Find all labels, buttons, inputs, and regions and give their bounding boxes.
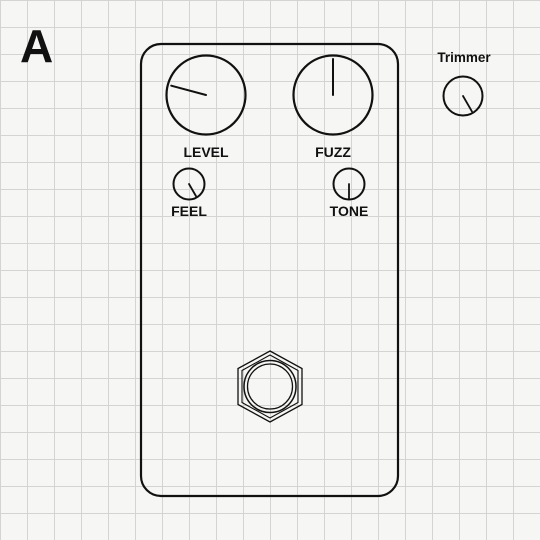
tone-knob-body: [332, 167, 366, 201]
trimmer-pot-pointer: [462, 95, 473, 113]
footswitch[interactable]: [237, 350, 303, 423]
trimmer-pot[interactable]: [442, 75, 484, 117]
footswitch-nut-inner: [241, 354, 299, 419]
hex-nut-footswitch-icon: [246, 363, 294, 410]
footswitch-nut-outer: [237, 350, 303, 423]
level-knob-body: [165, 54, 247, 136]
fuzz-knob-label: FUZZ: [315, 144, 351, 160]
feel-knob-label: FEEL: [171, 203, 207, 219]
fuzz-knob[interactable]: [292, 54, 374, 136]
trimmer-label: Trimmer: [437, 50, 491, 65]
level-knob-label: LEVEL: [183, 144, 229, 160]
tone-knob-label: TONE: [330, 203, 369, 219]
pedal-enclosure: [139, 42, 400, 498]
trimmer-pot-body: [442, 75, 484, 117]
level-knob[interactable]: [165, 54, 247, 136]
feel-knob[interactable]: [172, 167, 206, 201]
footswitch-ring-outer: [243, 359, 297, 414]
feel-knob-pointer: [188, 183, 197, 198]
tone-knob[interactable]: [332, 167, 366, 201]
panel-letter: A: [20, 20, 53, 72]
fuzz-knob-body: [292, 54, 374, 136]
level-knob-pointer: [170, 84, 207, 96]
feel-knob-body: [172, 167, 206, 201]
